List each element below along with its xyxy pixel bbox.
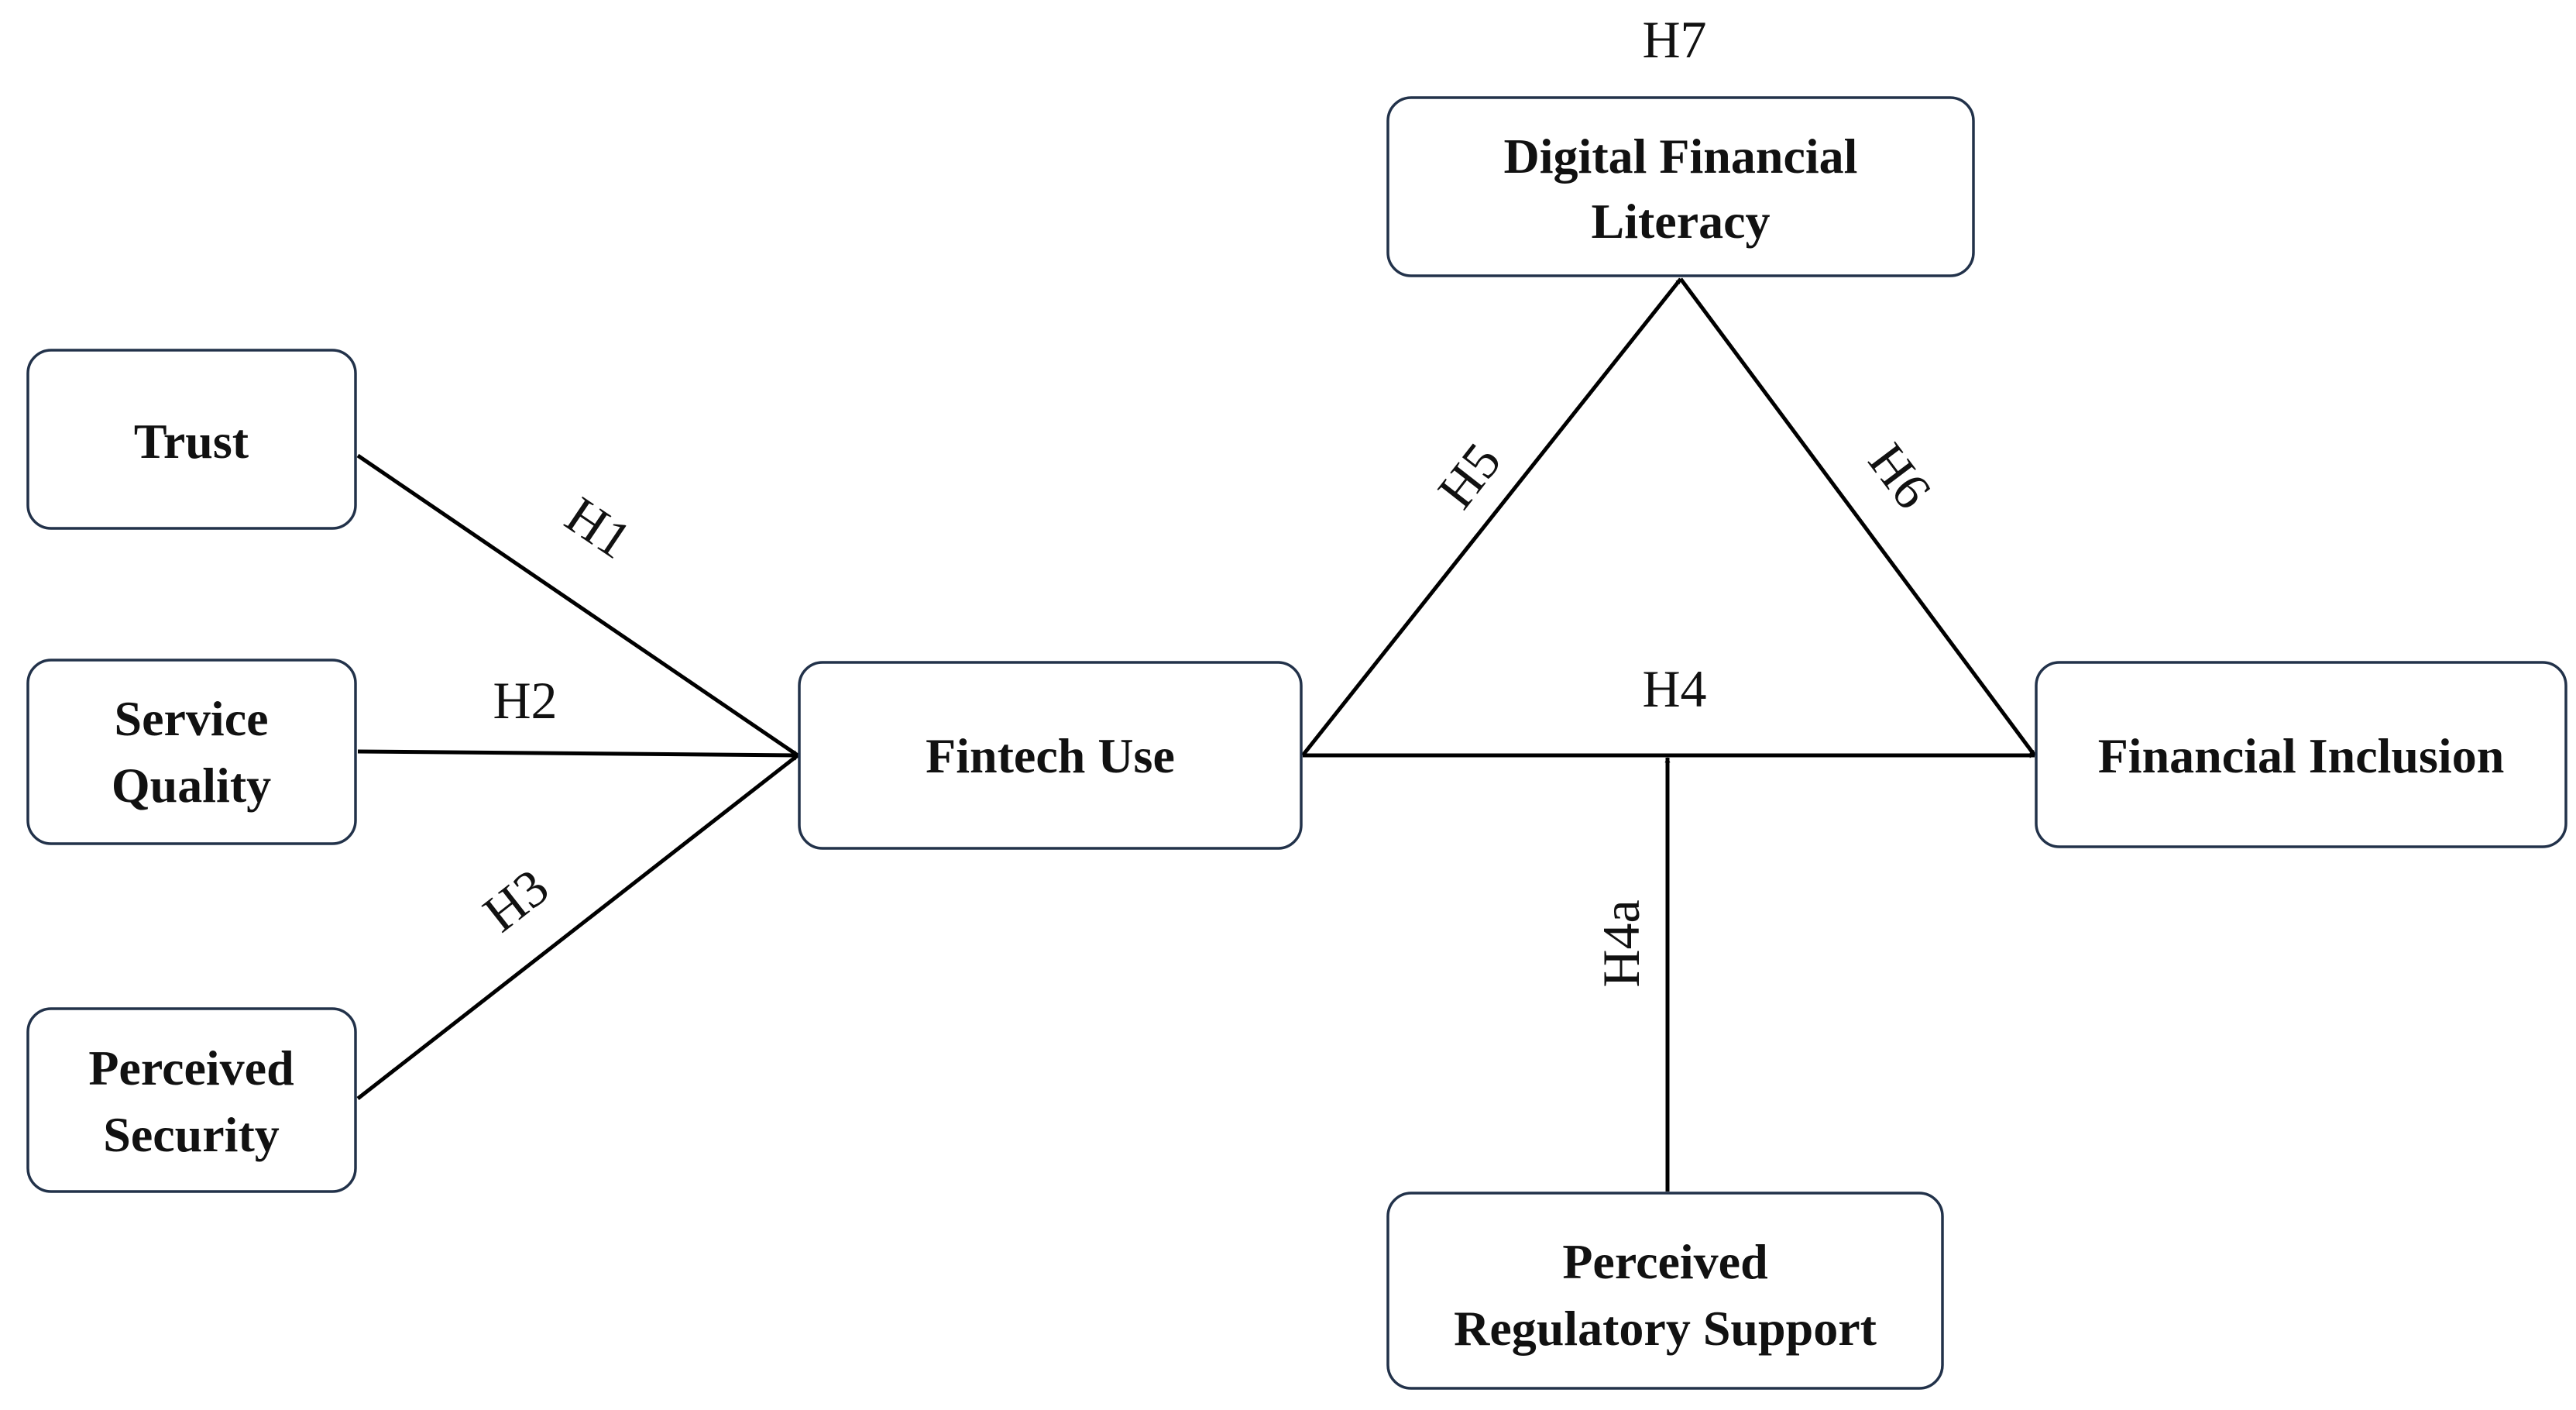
edge-h5-line	[1301, 277, 1682, 757]
node-perceived-regulatory-support-label-line2: Regulatory Support	[1454, 1301, 1877, 1356]
node-financial-inclusion-label: Financial Inclusion	[2098, 728, 2505, 783]
node-digital-financial-literacy-label-line2: Literacy	[1592, 194, 1771, 249]
node-service-quality: Service Quality	[26, 659, 357, 845]
node-digital-financial-literacy: Digital Financial Literacy	[1386, 96, 1975, 277]
node-perceived-security-label-line1: Perceived	[88, 1040, 294, 1095]
edge-label-h2: H2	[493, 671, 557, 730]
node-financial-inclusion: Financial Inclusion	[2035, 661, 2567, 848]
edge-label-h4: H4	[1642, 659, 1706, 718]
node-fintech-use: Fintech Use	[798, 661, 1303, 850]
edge-label-h3: H3	[472, 857, 559, 943]
edge-h6-line	[1678, 277, 2037, 757]
edge-label-h4a: H4a	[1592, 899, 1650, 987]
node-perceived-security-label-line2: Security	[103, 1107, 280, 1162]
edge-h1-line	[356, 453, 799, 758]
edge-label-h1: H1	[555, 485, 641, 569]
node-perceived-security: Perceived Security	[26, 1007, 357, 1193]
node-perceived-regulatory-support-label-line1: Perceived	[1562, 1234, 1767, 1289]
edge-h3-line	[356, 754, 799, 1100]
mediation-label-h7: H7	[1642, 10, 1706, 69]
node-service-quality-label-line2: Quality	[112, 758, 271, 813]
edge-h2-line	[357, 749, 799, 758]
node-digital-financial-literacy-label-line1: Digital Financial	[1504, 129, 1858, 184]
node-service-quality-label-line1: Service	[115, 691, 269, 746]
edge-label-h6: H6	[1857, 432, 1943, 519]
node-trust-label: Trust	[134, 414, 249, 469]
node-perceived-regulatory-support: Perceived Regulatory Support	[1386, 1192, 1944, 1390]
node-fintech-use-label: Fintech Use	[926, 728, 1175, 783]
node-trust: Trust	[26, 349, 357, 530]
